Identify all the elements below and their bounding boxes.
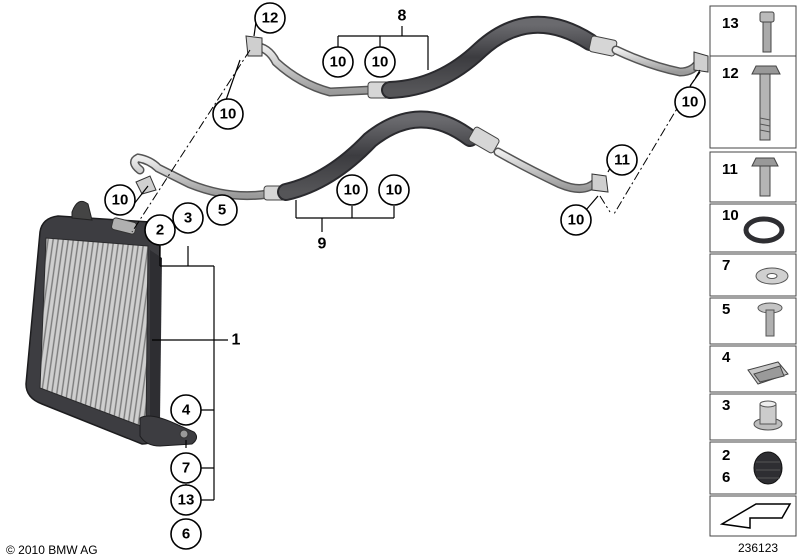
legend-item-3[interactable]: 3: [709, 393, 797, 441]
legend-label: 4: [722, 349, 731, 366]
callout-10[interactable]: 10: [674, 86, 706, 118]
legend-item-5[interactable]: 5: [709, 297, 797, 345]
callout-10[interactable]: 10: [364, 46, 396, 78]
callout-label: 2: [156, 222, 164, 239]
callout-13[interactable]: 13: [170, 484, 202, 516]
legend-item-4[interactable]: 4: [709, 345, 797, 393]
callout-label: 13: [178, 492, 195, 509]
callout-10[interactable]: 10: [322, 46, 354, 78]
bolt-icon: [751, 157, 779, 197]
group-label-1[interactable]: 1: [232, 332, 241, 349]
callout-label: 7: [182, 460, 190, 477]
parts-legend: 13 12 11 10: [709, 5, 797, 537]
legend-label: 3: [722, 397, 730, 414]
callout-label: 6: [182, 526, 190, 543]
legend-item-12[interactable]: 12: [709, 55, 797, 149]
diagram-number: 236123: [738, 541, 778, 555]
legend-item-11[interactable]: 11: [709, 151, 797, 203]
callout-10[interactable]: 10: [378, 174, 410, 206]
callout-label: 10: [682, 94, 699, 111]
callout-label: 3: [184, 210, 192, 227]
callout-10[interactable]: 10: [560, 204, 592, 236]
legend-label: 12: [722, 65, 739, 82]
legend-label: 6: [722, 469, 730, 486]
group-label-9[interactable]: 9: [318, 236, 327, 253]
callout-2[interactable]: 2: [144, 214, 176, 246]
legend-item-2-6[interactable]: 2 6: [709, 441, 797, 495]
callout-11[interactable]: 11: [606, 144, 638, 176]
legend-label: 13: [722, 15, 739, 32]
arrow-direction-icon: [719, 503, 792, 529]
callout-label: 12: [262, 10, 279, 27]
group-label-8[interactable]: 8: [398, 8, 407, 25]
legend-label: 11: [722, 161, 738, 178]
bushing-icon: [753, 400, 783, 431]
callout-6[interactable]: 6: [170, 518, 202, 550]
legend-item-10[interactable]: 10: [709, 203, 797, 253]
oil-line-upper: [245, 15, 709, 99]
callout-label: 10: [344, 182, 361, 199]
connection-lines: [131, 49, 701, 233]
callout-label: 11: [614, 152, 630, 169]
callout-label: 5: [218, 202, 226, 219]
callout-4[interactable]: 4: [170, 394, 202, 426]
callout-10[interactable]: 10: [212, 98, 244, 130]
callout-10[interactable]: 10: [336, 174, 368, 206]
legend-label: 7: [722, 257, 730, 274]
legend-item-arrow[interactable]: [709, 495, 797, 537]
rubber-mount-icon: [753, 451, 783, 485]
o-ring-icon: [743, 216, 785, 244]
callout-label: 10: [112, 192, 129, 209]
legend-label: 2: [722, 447, 730, 464]
long-bolt-icon: [751, 65, 781, 141]
callout-label: 10: [568, 212, 585, 229]
callout-label: 10: [330, 54, 347, 71]
oil-cooler: [25, 200, 198, 447]
callout-label: 10: [220, 106, 237, 123]
washer-icon: [755, 267, 789, 285]
legend-item-7[interactable]: 7: [709, 253, 797, 297]
legend-label: 10: [722, 207, 739, 224]
callout-10[interactable]: 10: [104, 184, 136, 216]
callout-label: 4: [182, 402, 191, 419]
legend-label: 5: [722, 301, 730, 318]
callout-label: 10: [372, 54, 389, 71]
callout-12[interactable]: 12: [254, 2, 286, 34]
oil-line-lower: [130, 110, 609, 201]
pin-bolt-icon: [757, 302, 783, 337]
callout-3[interactable]: 3: [172, 202, 204, 234]
copyright-text: © 2010 BMW AG: [6, 543, 98, 557]
callout-5[interactable]: 5: [206, 194, 238, 226]
callout-7[interactable]: 7: [170, 452, 202, 484]
screw-icon: [759, 11, 775, 53]
clip-nut-icon: [747, 361, 789, 385]
callout-label: 10: [386, 182, 403, 199]
